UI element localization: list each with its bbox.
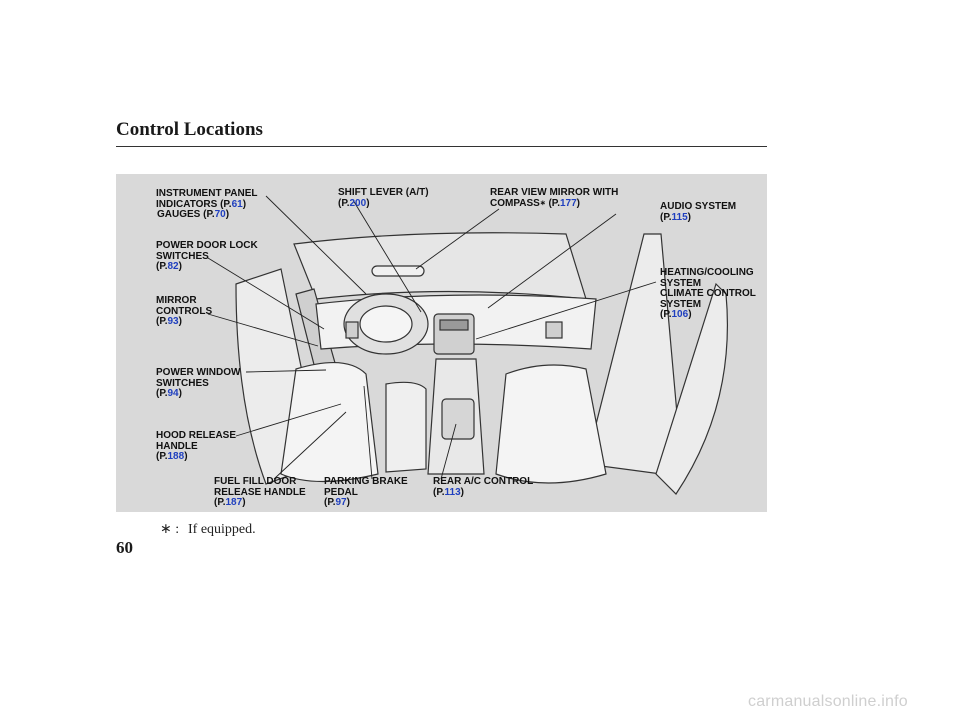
page-link-106[interactable]: 106 [671,309,689,320]
label-line: HOOD RELEASE [156,430,237,441]
label-shift-lever: SHIFT LEVER (A/T) (P.200) [338,187,429,209]
label-line: (P.187) [214,497,246,508]
footnote-marker: ∗ : [160,522,180,537]
label-line: POWER DOOR LOCK [156,240,258,251]
label-line: CONTROLS [156,305,213,317]
label-line: (P.188) [156,451,188,462]
page-link-94[interactable]: 94 [167,388,179,399]
car-interior-drawing [235,232,729,495]
label-mirror-controls: MIRROR CONTROLS (P.93) [156,295,213,328]
label-line: GAUGES (P.70) [157,209,230,220]
label-line: SWITCHES [156,250,209,262]
label-line: (P.200) [338,197,370,209]
label-line: (P.115) [660,211,691,223]
page-link-61[interactable]: 61 [231,198,243,210]
page-link-97[interactable]: 97 [335,497,347,508]
label-line: REAR VIEW MIRROR WITH [490,187,619,198]
page-link-177[interactable]: 177 [559,197,577,209]
label-line: SYSTEM [660,277,702,289]
label-line: SYSTEM [660,298,702,310]
label-line: (P.94) [156,388,182,399]
label-instrument-panel: INSTRUMENT PANEL INDICATORS (P.61) GAUGE… [156,188,258,221]
label-fuel-fill-door: FUEL FILL DOOR RELEASE HANDLE (P.187) [214,476,306,509]
watermark: carmanualsonline.info [748,693,908,710]
page-link-82[interactable]: 82 [167,261,179,272]
page-number: 60 [116,538,133,557]
page-title: Control Locations [116,119,263,140]
label-line: SWITCHES [156,377,209,389]
label-line: SHIFT LEVER (A/T) [338,187,429,198]
label-text: GAUGES (P. [157,209,215,220]
label-line: FUEL FILL DOOR [214,476,297,487]
leader-lines [207,195,657,480]
label-line: PEDAL [324,486,358,498]
label-line: RELEASE HANDLE [214,486,306,498]
label-parking-brake: PARKING BRAKE PEDAL (P.97) [324,476,408,509]
label-line: (P.82) [156,261,182,272]
interior-illustration [207,195,729,495]
title-rule [116,146,767,147]
page-link-70[interactable]: 70 [214,209,226,220]
label-power-window: POWER WINDOW SWITCHES (P.94) [156,367,241,400]
label-line: (P.113) [433,486,464,498]
label-heating-cooling: HEATING/COOLING SYSTEM CLIMATE CONTROL S… [660,267,756,321]
label-text: COMPASS [490,197,540,209]
label-line: POWER WINDOW [156,367,241,378]
label-line: MIRROR [156,295,197,306]
page-link-188[interactable]: 188 [167,451,185,462]
page-link-93[interactable]: 93 [167,316,179,327]
label-line: CLIMATE CONTROL [660,288,756,299]
label-line: (P.106) [660,309,692,320]
label-line: HEATING/COOLING [660,267,754,278]
page-link-115[interactable]: 115 [671,211,688,223]
footnote: ∗ : If equipped. [160,521,256,538]
label-hood-release: HOOD RELEASE HANDLE (P.188) [156,430,237,463]
label-power-door-lock: POWER DOOR LOCK SWITCHES (P.82) [156,240,258,273]
label-rear-view-mirror: REAR VIEW MIRROR WITH COMPASS∗ (P.177) [490,187,619,209]
footnote-text: If equipped. [188,522,256,537]
label-line: PARKING BRAKE [324,476,408,487]
label-line: AUDIO SYSTEM [660,201,737,212]
label-line: HANDLE [156,440,198,452]
label-line: (P.93) [156,316,182,327]
label-line: COMPASS∗ (P.177) [490,197,581,209]
label-rear-ac-control: REAR A/C CONTROL (P.113) [433,476,534,498]
label-line: INSTRUMENT PANEL [156,188,258,199]
label-text: INDICATORS (P. [156,198,232,210]
page-link-200[interactable]: 200 [349,197,367,209]
label-line: INDICATORS (P.61) [156,198,247,210]
label-line: REAR A/C CONTROL [433,476,534,487]
page-link-113[interactable]: 113 [444,486,461,498]
page-link-187[interactable]: 187 [225,497,243,508]
footnote-star: ∗ [539,199,546,207]
label-line: (P.97) [324,497,350,508]
label-audio-system: AUDIO SYSTEM (P.115) [660,201,737,223]
